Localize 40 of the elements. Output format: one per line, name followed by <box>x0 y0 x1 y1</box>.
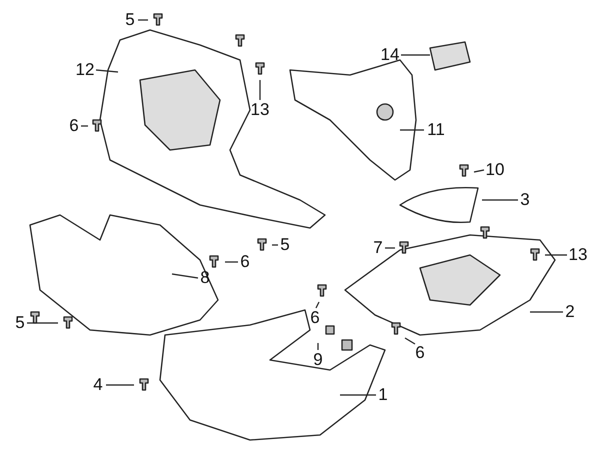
callout-number: 13 <box>250 101 270 119</box>
leader-line <box>96 69 118 73</box>
callout-number: 6 <box>69 117 79 135</box>
callout-number: 11 <box>427 121 445 139</box>
callout-number: 6 <box>310 309 320 327</box>
callout-number: 8 <box>200 269 210 287</box>
callout-number: 6 <box>415 344 425 362</box>
leader-line <box>172 273 198 279</box>
leader-line <box>317 343 319 350</box>
callout-number: 1 <box>378 386 388 404</box>
leader-line <box>340 394 376 396</box>
leader-line <box>474 169 484 173</box>
callout-number: 5 <box>15 314 25 332</box>
leader-line <box>545 254 567 256</box>
callout-number: 5 <box>125 11 135 29</box>
leader-line <box>530 311 563 313</box>
leader-line <box>259 80 261 100</box>
leader-line <box>401 54 430 56</box>
leader-line <box>225 261 238 263</box>
callout-number: 4 <box>93 376 103 394</box>
leader-line <box>272 244 278 246</box>
leader-line <box>81 125 88 127</box>
leader-line <box>27 322 58 324</box>
callout-number: 5 <box>280 236 290 254</box>
leader-line <box>385 247 395 249</box>
leader-line <box>315 302 320 308</box>
callout-number: 9 <box>313 351 323 369</box>
callout-number: 6 <box>240 253 250 271</box>
callout-number: 10 <box>486 161 504 179</box>
leader-line <box>404 337 416 345</box>
callout-number: 13 <box>568 246 588 264</box>
leader-line <box>138 19 148 21</box>
leader-line <box>482 199 518 201</box>
callout-number: 7 <box>373 239 383 257</box>
leader-line <box>106 384 134 386</box>
callout-number: 2 <box>565 303 575 321</box>
callout-number: 12 <box>76 61 94 79</box>
callout-number: 3 <box>520 191 530 209</box>
leader-line <box>400 129 424 131</box>
callout-number: 14 <box>380 46 400 64</box>
